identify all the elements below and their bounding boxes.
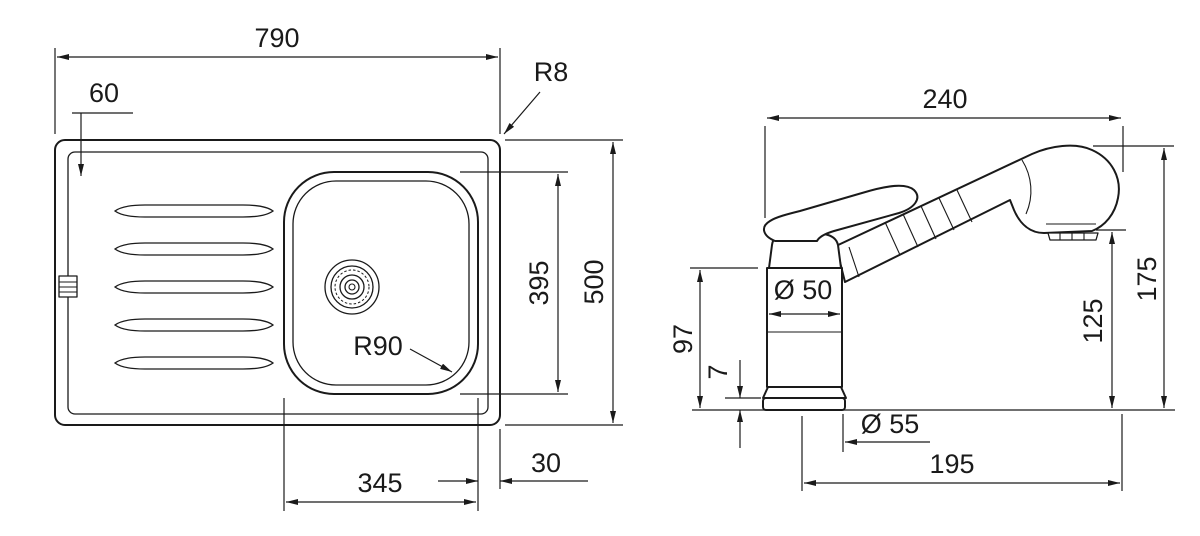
grip-ridge [956, 189, 973, 223]
drainboard-groove [113, 204, 275, 218]
grip-ridge [884, 221, 901, 256]
grip-ridge [938, 197, 955, 231]
grip-ridge [902, 213, 919, 248]
aerator [1047, 232, 1099, 241]
spout-grip-ridges [884, 189, 973, 256]
base-plate [762, 397, 846, 411]
drain-knurled-ring [334, 269, 370, 305]
grip-ridge [920, 205, 937, 240]
drainboard-groove [113, 356, 275, 370]
drainboard-groove [113, 318, 275, 332]
dim-body-diameter: Ø 50 [774, 275, 833, 305]
drain-cap [344, 279, 360, 295]
faucet-spout [835, 144, 1120, 283]
drainboard-groove [113, 280, 275, 294]
dim-base-diameter: Ø 55 [861, 409, 920, 439]
faucet-dimensions: 240 97 7 Ø 50 Ø 55 125 175 195 [668, 84, 1174, 491]
dim-outlet-reach: 195 [929, 449, 974, 479]
drain-ring [330, 265, 374, 309]
drain-center [348, 283, 356, 291]
dim-body-height: 97 [668, 324, 698, 354]
leader-line [503, 91, 541, 135]
aerator-face [1047, 232, 1099, 241]
dim-corner-radius: R8 [534, 57, 569, 87]
sink-top-view [54, 139, 501, 426]
dim-sink-width: 790 [254, 23, 299, 53]
drain [324, 259, 380, 315]
leader-line [409, 348, 453, 373]
drain-inner-ring [339, 274, 365, 300]
spout-collar-line [848, 246, 860, 278]
dim-sink-depth: 500 [579, 259, 609, 304]
dim-total-height: 175 [1132, 256, 1162, 301]
sink-dimensions: 790 60 R8 500 395 R90 345 30 [54, 23, 623, 511]
base-collar [762, 386, 847, 399]
drain-outer-ring [324, 259, 380, 315]
faucet-side-view [692, 144, 1175, 411]
faucet-lever [763, 184, 919, 242]
bowl-inner-edge [292, 180, 470, 386]
dim-edge-gap: 30 [531, 448, 561, 478]
drainboard-grooves [113, 204, 275, 370]
dim-bowl-width: 345 [357, 468, 402, 498]
dim-spout-reach: 240 [922, 84, 967, 114]
dim-base-thickness: 7 [703, 364, 733, 379]
dim-rim-offset: 60 [89, 78, 119, 108]
dim-bowl-depth: 395 [524, 260, 554, 305]
dim-bowl-radius: R90 [353, 331, 403, 361]
overflow-grille [58, 275, 78, 298]
bowl-outer-edge [283, 171, 479, 395]
drainboard-groove [113, 242, 275, 256]
dim-outlet-height: 125 [1078, 298, 1108, 343]
spray-head-joint-line [1021, 159, 1032, 215]
